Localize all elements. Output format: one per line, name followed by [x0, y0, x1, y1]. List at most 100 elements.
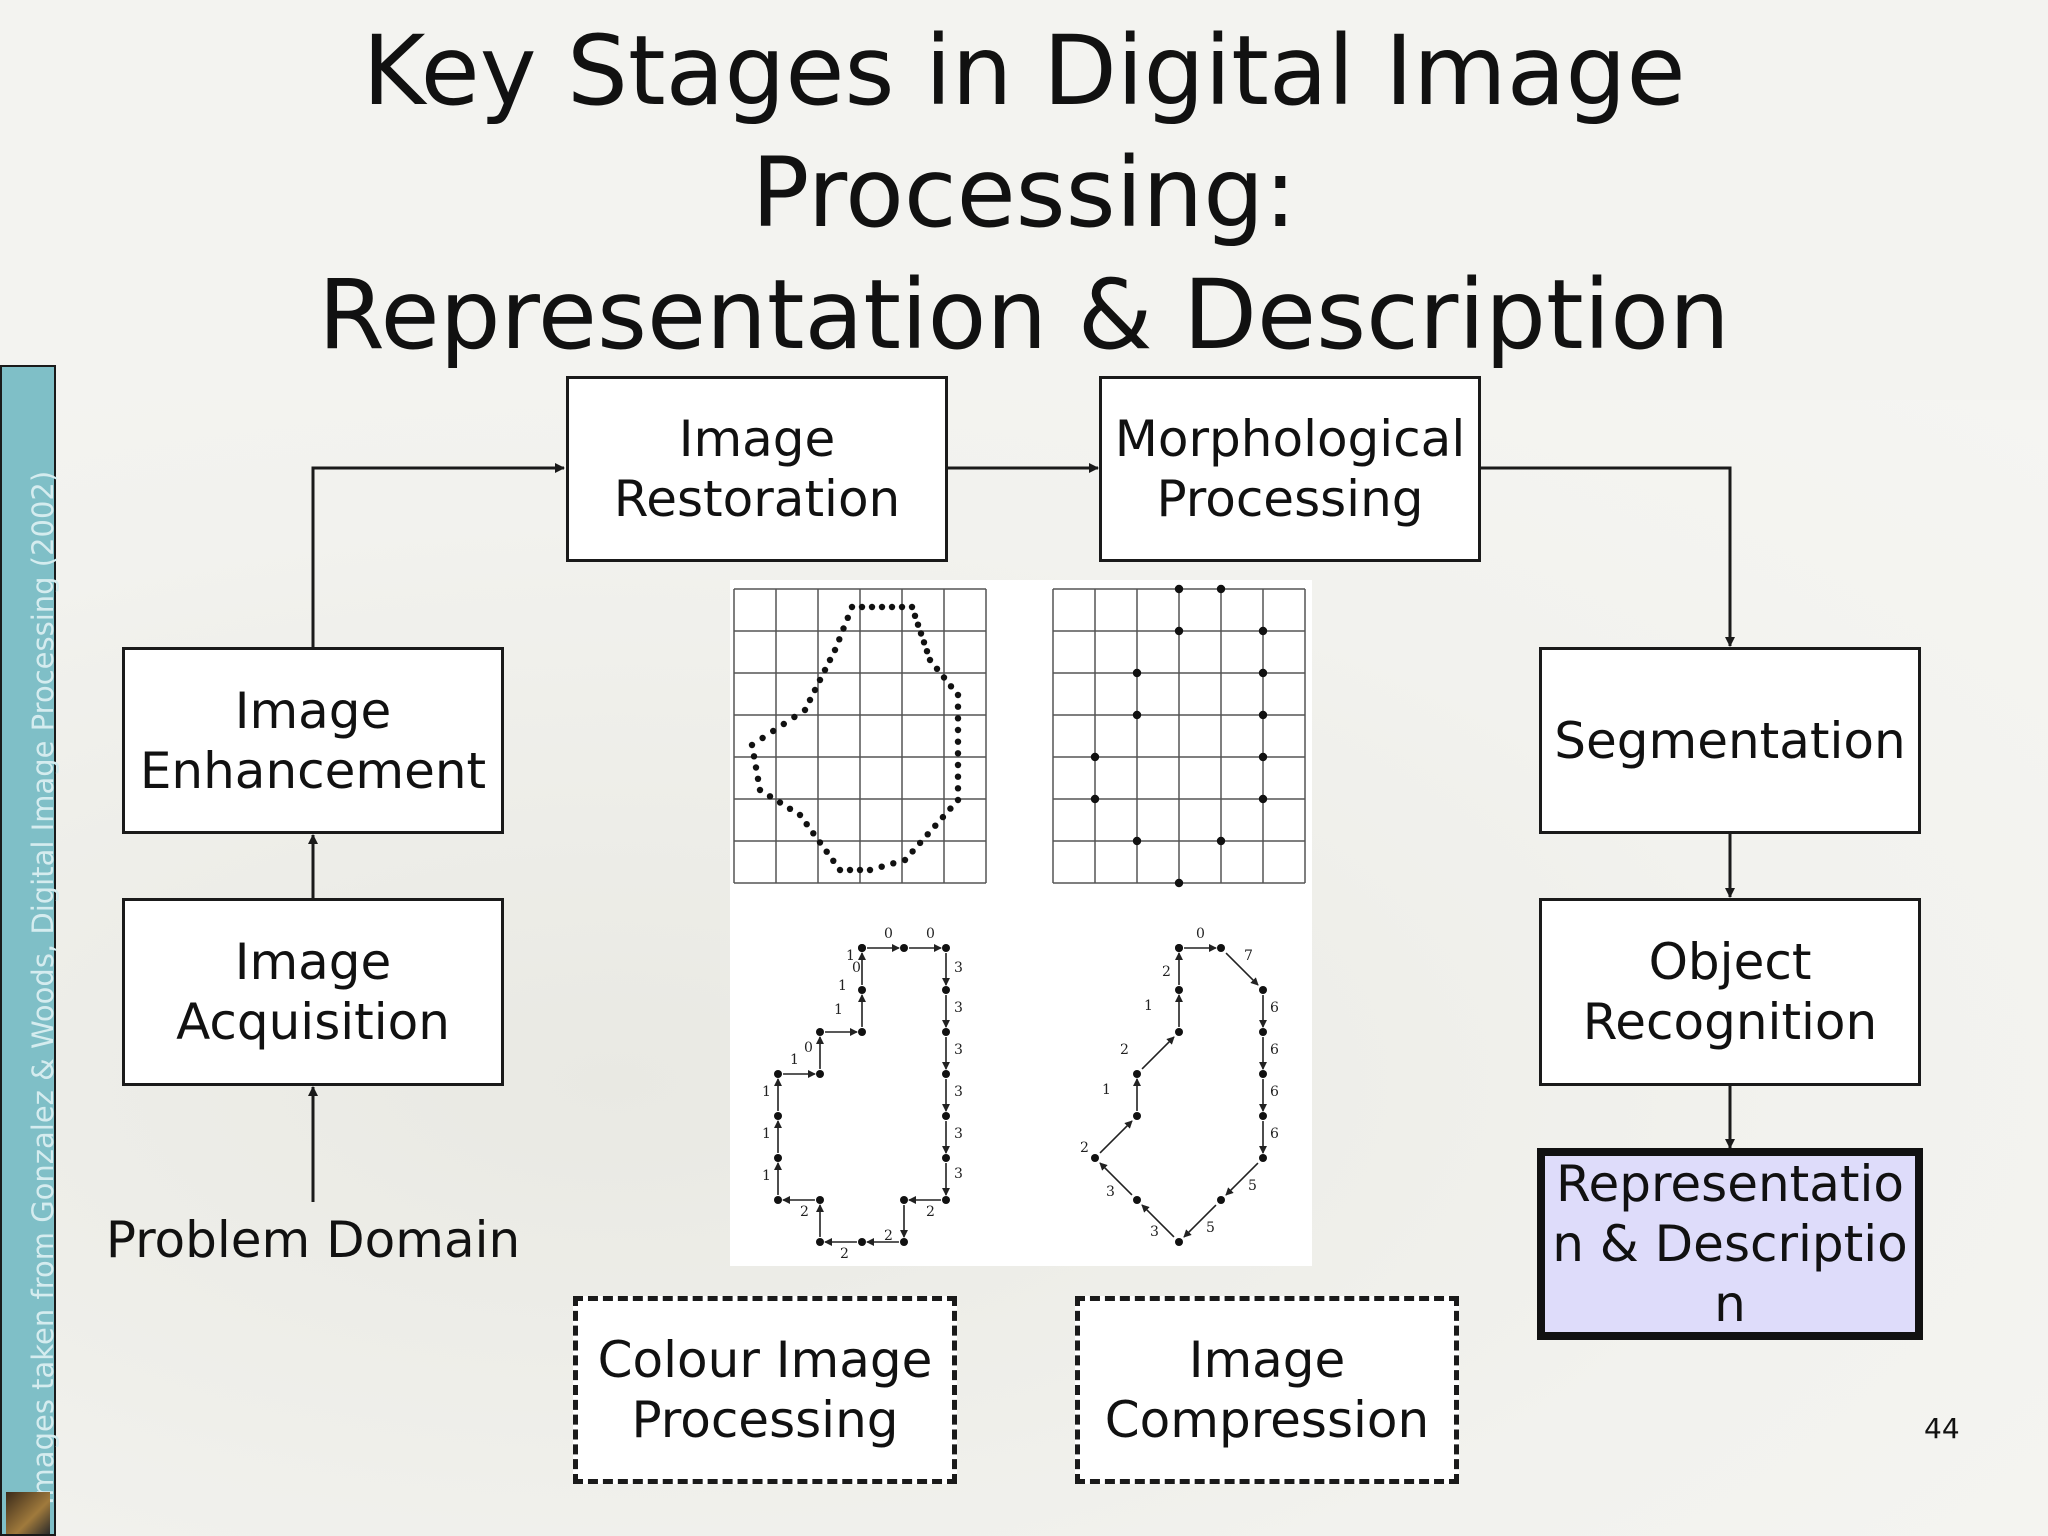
boundary-point [940, 674, 948, 681]
boundary-point [932, 822, 939, 829]
boundary-point [908, 603, 916, 611]
boundary-point [840, 625, 847, 632]
title-line-1: Key Stages in Digital Image [362, 15, 1686, 127]
chain-node [1259, 1070, 1267, 1078]
chain-code-label: 3 [954, 1126, 963, 1142]
chain-code-label: 5 [1206, 1220, 1215, 1236]
chain-code-label: 1 [834, 1002, 843, 1018]
chain-node [1175, 1028, 1183, 1036]
boundary-point [868, 603, 876, 611]
chain-arrow [1099, 1120, 1133, 1154]
boundary-point [898, 603, 906, 611]
boundary-point [901, 856, 909, 864]
stage-label: Colour Image Processing [597, 1331, 933, 1449]
chain-node [774, 1154, 782, 1162]
chain-node [816, 1028, 824, 1036]
chain-code-label: 1 [1102, 1082, 1111, 1098]
chain-code-label: 2 [1162, 964, 1171, 980]
boundary-point [954, 703, 962, 710]
boundary-points [748, 603, 962, 874]
stage-label: Image Restoration [613, 410, 901, 528]
chain-node [1175, 986, 1183, 994]
stage-representation-description: Representation & Description [1537, 1148, 1923, 1340]
boundary-point [752, 764, 760, 771]
boundary-point [954, 796, 962, 804]
chain-code-label: 3 [954, 1084, 963, 1100]
boundary-point [848, 603, 856, 611]
resampled-point [1216, 584, 1226, 594]
boundary-point [878, 863, 885, 870]
boundary-point [856, 866, 864, 874]
boundary-point [923, 648, 931, 655]
boundary-point [750, 753, 758, 760]
boundary-point [954, 773, 962, 780]
chain-node [1133, 1112, 1141, 1120]
chain-code-label: 6 [1270, 1042, 1279, 1058]
chain-code-label: 2 [884, 1228, 893, 1244]
chain-node [900, 1238, 908, 1246]
boundary-point [954, 761, 962, 769]
chain-code-label: 0 [852, 960, 861, 976]
chain-code-label: 1 [838, 978, 847, 994]
boundary-point [770, 727, 777, 735]
chain-code-label: 0 [804, 1040, 813, 1056]
boundary-point [823, 848, 830, 855]
resampled-point [1258, 626, 1268, 636]
stage-label: Image Acquisition [176, 933, 450, 1051]
chain-code-label: 0 [884, 926, 893, 942]
chain-node [1175, 1238, 1183, 1246]
resampled-point [1174, 878, 1184, 888]
chain-code-label: 7 [1244, 948, 1253, 964]
chain-node [942, 1112, 950, 1120]
stage-label: Morphological Processing [1114, 410, 1466, 528]
boundary-point [933, 665, 941, 672]
stage-image-restoration: Image Restoration [566, 376, 948, 562]
chain-code-label: 6 [1270, 1126, 1279, 1142]
boundary-point [811, 686, 819, 694]
chain-code-label: 1 [762, 1168, 771, 1184]
chain-arrow [1225, 952, 1259, 986]
chain-code-label: 0 [1196, 926, 1205, 942]
chain-code-label: 2 [800, 1204, 809, 1220]
boundary-point [890, 860, 897, 867]
boundary-point [914, 621, 922, 628]
chain-arrow [1141, 1204, 1175, 1238]
chain-code-label: 2 [926, 1204, 935, 1220]
boundary-point [954, 785, 962, 792]
boundary-point [939, 813, 947, 821]
resampled-point [1132, 668, 1142, 678]
boundary-point [954, 750, 962, 757]
boundary-point [756, 786, 764, 794]
boundary-point [766, 793, 774, 800]
resampled-point [1258, 794, 1268, 804]
chain-code-label: 6 [1270, 1084, 1279, 1100]
chain-node [858, 986, 866, 994]
logo-thumbnail [6, 1492, 50, 1534]
chain-node [816, 1196, 824, 1204]
boundary-point [796, 811, 804, 819]
chain-code-label: 3 [1150, 1224, 1159, 1240]
chain-node [1175, 944, 1183, 952]
chain-node [1217, 1196, 1225, 1204]
boundary-point [836, 866, 844, 874]
boundary-point [858, 603, 866, 611]
chain-arrow [1183, 1204, 1217, 1238]
boundary-point [924, 831, 931, 838]
boundary-point [846, 866, 854, 874]
chain-code-label: 3 [954, 1166, 963, 1182]
chain-arrow [1099, 1162, 1133, 1196]
chain-code-label: 2 [840, 1246, 849, 1262]
resampled-point [1090, 752, 1100, 762]
chain-code-figure [730, 580, 1312, 1266]
boundary-point [888, 603, 896, 611]
resampled-point [1132, 836, 1142, 846]
stage-label: Object Recognition [1582, 933, 1878, 1051]
resampled-point [1258, 752, 1268, 762]
boundary-point [801, 706, 809, 714]
title-line-3: Representation & Description [318, 259, 1730, 371]
stage-image-enhancement: Image Enhancement [122, 647, 504, 834]
boundary-point [806, 696, 814, 704]
chain-arrow [1225, 1162, 1259, 1196]
